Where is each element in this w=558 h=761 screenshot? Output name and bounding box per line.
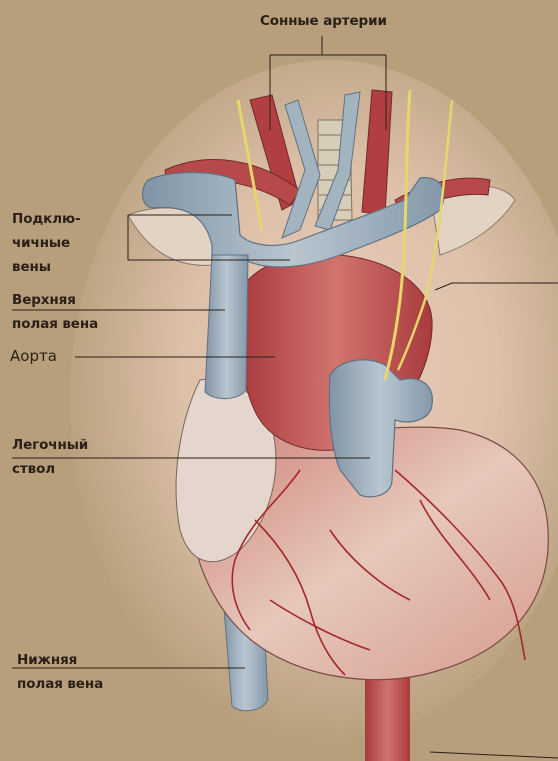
ivc-label-line2: полая вена (17, 673, 103, 695)
subclavian-label-line1: Подклю- (12, 208, 81, 230)
pulmonary-label-line2: ствол (12, 458, 55, 480)
subclavian-label-line2: чичные (12, 232, 70, 254)
carotid-leader (270, 36, 386, 130)
subclavian-label-line3: вены (12, 256, 51, 278)
svc-label-line2: полая вена (12, 313, 98, 335)
bottom-edge-leader (430, 752, 558, 758)
aorta-label: Аорта (10, 345, 57, 367)
svc-label-line1: Верхняя (12, 289, 76, 311)
ivc-label-line1: Нижняя (17, 649, 77, 671)
carotid-label: Сонные артерии (260, 10, 387, 32)
pulmonary-label-line1: Легочный (12, 434, 88, 456)
subclavian-leader (128, 215, 290, 260)
right-edge-leader (435, 283, 558, 290)
